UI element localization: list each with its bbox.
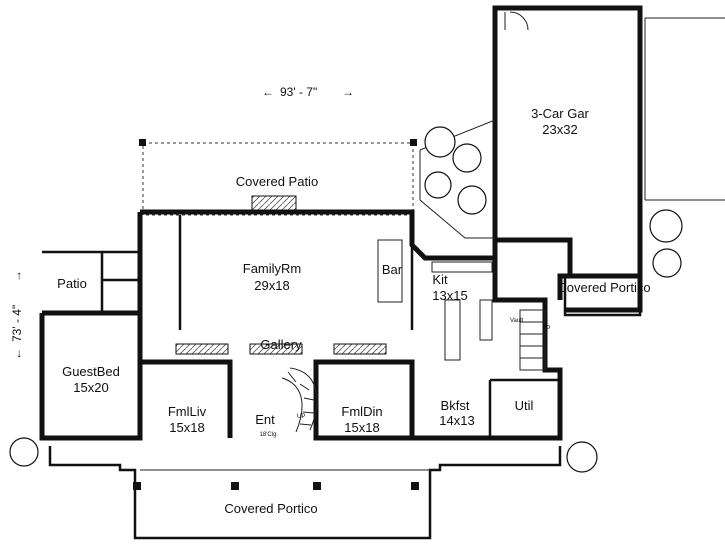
- kitchen-size: 13x15: [432, 288, 467, 303]
- width-dimension-label: 93' - 7": [280, 85, 317, 99]
- kitchen-counters: [377, 239, 493, 361]
- family-room-name: FamilyRm: [243, 261, 302, 276]
- entry-note: 18'Clg: [260, 432, 277, 438]
- width-dimension: ← 93' - 7" →: [262, 85, 354, 99]
- formal-living-name: FmlLiv: [168, 404, 207, 419]
- bar-name: Bar: [382, 262, 403, 277]
- garage: [492, 5, 725, 279]
- garage-name: 3-Car Gar: [531, 106, 589, 121]
- rear-up-label: UP: [542, 326, 550, 332]
- entry-stair: [281, 367, 318, 433]
- guest-bed-name: GuestBed: [62, 364, 120, 379]
- covered-patio-name: Covered Patio: [236, 174, 318, 189]
- up-arrow-label: UP: [297, 414, 305, 420]
- family-room-size: 29x18: [254, 278, 289, 293]
- entry-name: Ent: [255, 412, 275, 427]
- svg-text:→: →: [342, 85, 354, 99]
- annotations: Vault UP UP: [297, 318, 550, 420]
- patio-name: Patio: [57, 276, 87, 291]
- front-porch: [48, 446, 562, 540]
- rear-stair: [519, 309, 546, 371]
- svg-text:←: ←: [10, 348, 24, 360]
- guest-bed-size: 15x20: [73, 380, 108, 395]
- covered-patio: [139, 139, 417, 216]
- breakfast-size: 14x13: [439, 413, 474, 428]
- garage-size: 23x32: [542, 122, 577, 137]
- side-portico-name: Covered Portico: [557, 280, 650, 295]
- svg-text:→: →: [10, 270, 24, 282]
- room-labels: 3-Car Gar 23x32 Covered Patio FamilyRm 2…: [57, 106, 650, 516]
- formal-dining-name: FmlDin: [341, 404, 382, 419]
- breakfast-name: Bkfst: [441, 398, 470, 413]
- depth-dimension-label: 73' - 4": [10, 305, 24, 342]
- svg-text:←: ←: [262, 85, 274, 99]
- front-portico-name: Covered Portico: [224, 501, 317, 516]
- depth-dimension: ← 73' - 4" →: [10, 270, 24, 360]
- kitchen-name: Kit: [432, 272, 448, 287]
- gallery-columns: [175, 343, 387, 355]
- formal-living-size: 15x18: [169, 420, 204, 435]
- utility-name: Util: [515, 398, 534, 413]
- planting-bed: [9, 119, 683, 473]
- vault-note: Vault: [510, 318, 524, 324]
- gallery-name: Gallery: [260, 337, 302, 352]
- formal-dining-size: 15x18: [344, 420, 379, 435]
- side-portico: [563, 274, 642, 317]
